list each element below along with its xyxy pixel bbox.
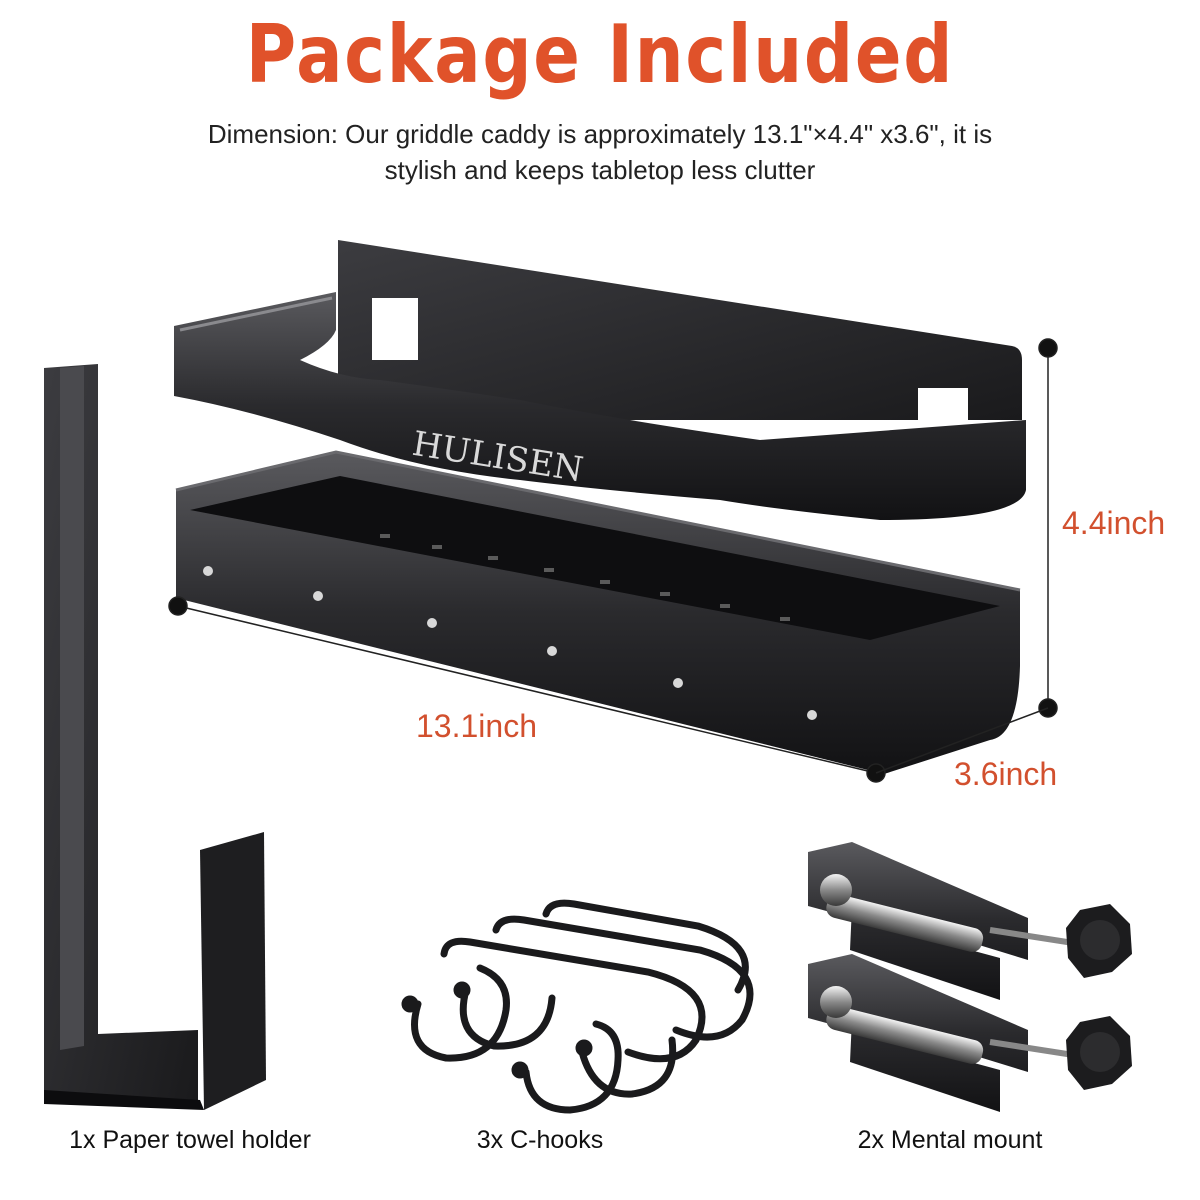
caption-metal-mount: 2x Mental mount	[857, 1126, 1043, 1154]
description-line-2: stylish and keeps tabletop less clutter	[384, 155, 816, 185]
c-hooks-icon	[401, 899, 754, 1114]
description: Dimension: Our griddle caddy is approxim…	[100, 116, 1100, 188]
dimension-height: 4.4inch	[1062, 505, 1166, 541]
dimension-depth: 3.6inch	[954, 756, 1058, 792]
metal-mount-icon	[808, 842, 1132, 1112]
griddle-caddy-icon: HULISEN	[174, 240, 1026, 774]
paper-towel-holder-icon	[44, 364, 266, 1110]
dimension-lines	[168, 338, 1058, 783]
dimension-length: 13.1inch	[416, 708, 537, 744]
page-title: Package Included	[245, 8, 955, 101]
caption-c-hooks: 3x C-hooks	[476, 1126, 604, 1154]
description-line-1: Dimension: Our griddle caddy is approxim…	[207, 119, 993, 149]
caption-paper-towel-holder: 1x Paper towel holder	[69, 1126, 311, 1154]
